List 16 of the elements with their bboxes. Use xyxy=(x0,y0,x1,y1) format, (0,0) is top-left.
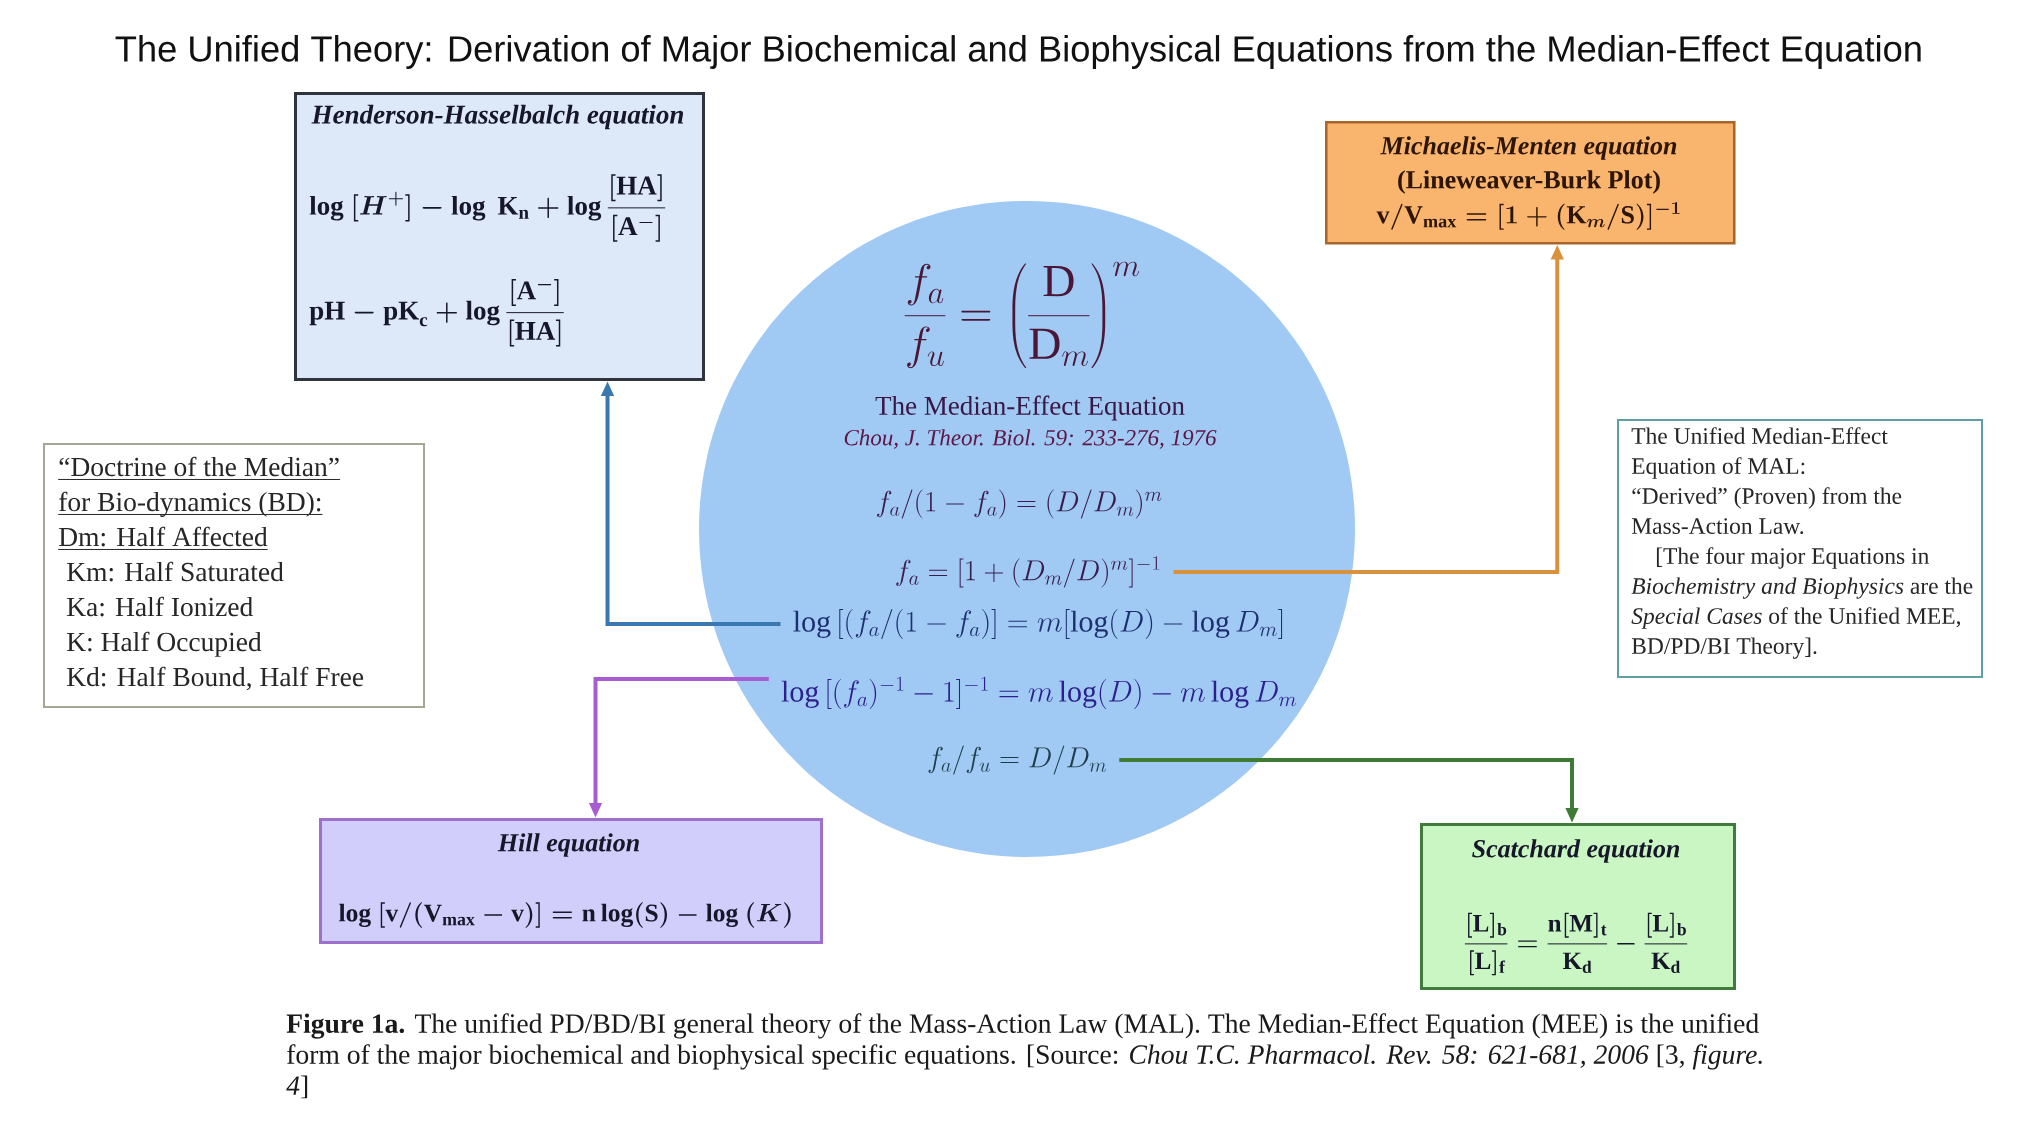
node-label: $f_a/(1-f_a) = (D/D_m)^{m}$ xyxy=(877,489,1162,519)
title: The Unified Theory: Derivation of Major Biochemical and Biophysical Equations from the Median-Effect Equation xyxy=(115,35,1921,69)
caption: Figure 1a. The unified PD/BD/BI general theory of the Mass-Action Law (MAL). The Median-Effect Equation (MEE) is the unified form of the major biochemical and biophysical specific equations. [Source: Chou T.C. Pharmacol. Rev. 58: 621-681, 2006 [3, figure. 4] xyxy=(286,1013,1762,1099)
equation-box: Henderson-Hasselbalch equation $\log\ [H^{+}] - \log\ \mathrm{K}_{\mathrm{n}} + \log\frac{[\mathrm{HA}]}{[\mathrm{A}^{-}]}$ $\mathrm{pH} - \mathrm{pK}_{\mathrm{c}} + \log\frac{[\mathrm{A}^{-}]}{[\mathrm{HA}]}$ xyxy=(294,92,705,381)
note-box: “Doctrine of the Median” for Bio-dynamics (BD): Dm: Half Affected Km: Half Saturated Ka: Half Ionized K: Half Occupied Kd: Half Bound, Half Free xyxy=(43,443,425,708)
equation: $f_a = [1+(D_m/D)^{m}]^{-1}$ xyxy=(896,556,1160,588)
note-box: The Unified Median-Effect Equation of MAL: “Derived” (Proven) from the Mass-Action Law. [The four major Equations in Biochemistry and Biophysics are the Special Cases of the Unified MEE, BD/PD/BI Theory]. xyxy=(1617,419,1983,678)
equation-box: Scatchard equation $\frac{[\mathrm{L}]_{\mathrm{b}}}{[\mathrm{L}]_{\mathrm{f}}} = \frac{\mathrm{n}[\mathrm{M}]_{\mathrm{t}}}{\mathrm{K}_{\mathrm{d}}} - \frac{[\mathrm{L}]_{\mathrm{b}}}{\mathrm{K}_{\mathrm{d}}}$ xyxy=(1420,823,1736,990)
equation-box: Hill equation $\log\ [\mathrm{v}/(\mathrm{V}_{\mathrm{max}}-\mathrm{v})] = \mathrm{n}\log(\mathrm{S}) - \log\ (K)$ xyxy=(319,818,823,944)
equation: $\log\,[(f_a/(1-f_a)] = m[\log(D) - \log D_m]$ xyxy=(793,609,1283,639)
node-label: The Median-Effect Equation xyxy=(875,395,1185,421)
equation: $f_a/f_u = D/D_m$ xyxy=(928,745,1106,775)
node-label: Chou, J. Theor. Biol. 59: 233-276, 1976 xyxy=(844,429,1217,449)
equation: $\log\,[(f_a)^{-1}-1]^{-1} = m\log(D) - m\log D_m$ xyxy=(781,676,1296,709)
node-label: $\frac{f_a}{f_u} = \left(\frac{\mathrm{D}}{\mathrm{D}_m}\right)^{m}$ xyxy=(904,261,1140,369)
equation-box: Michaelis-Menten equation (Lineweaver-Burk Plot) $\mathrm{v}/\mathrm{V}_{\mathrm{max}} = [1+(\mathrm{K}_{m}/\mathrm{S})]^{-1}$ xyxy=(1325,121,1736,245)
